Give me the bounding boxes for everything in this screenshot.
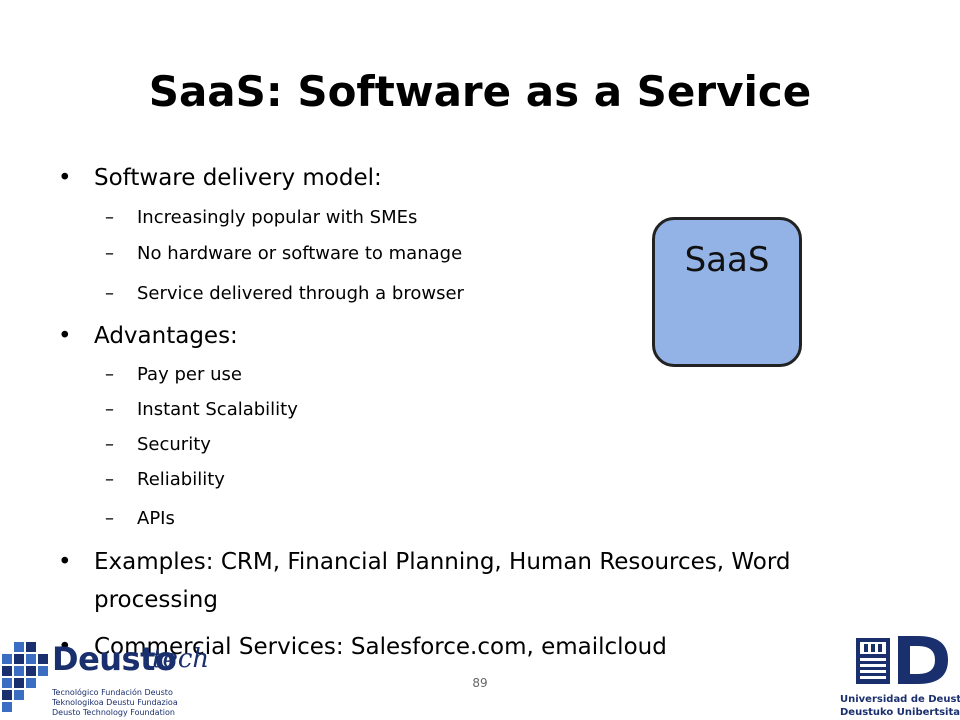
sub-bullet: – Service delivered through a browser bbox=[105, 281, 637, 307]
deustotech-pixel-icon bbox=[2, 642, 48, 712]
bullet-text: Software delivery model: bbox=[94, 165, 382, 191]
deusto-wordmark: Deusto bbox=[52, 640, 177, 678]
tech-wordmark: tech bbox=[152, 644, 210, 674]
bullet-delivery-model: • Software delivery model: bbox=[58, 163, 894, 193]
sub-bullet-text: Instant Scalability bbox=[137, 399, 298, 420]
bullet-examples: • Examples: CRM, Financial Planning, Hum… bbox=[58, 547, 894, 577]
university-name-basque: Deustuko Unibertsitatea bbox=[840, 707, 960, 718]
page-number: 89 bbox=[472, 676, 488, 690]
saas-box-label: SaaS bbox=[684, 240, 770, 280]
sub-bullet: – Increasingly popular with SMEs bbox=[105, 205, 637, 231]
logo-subtitle: Teknologikoa Deustu Fundazioa bbox=[52, 698, 178, 707]
logo-subtitle: Deusto Technology Foundation bbox=[52, 708, 175, 717]
dash-icon: – bbox=[105, 243, 114, 264]
bullet-text: Commercial Services: Salesforce.com, ema… bbox=[94, 634, 667, 660]
sub-bullet: – No hardware or software to manage bbox=[105, 241, 637, 267]
dash-icon: – bbox=[105, 434, 114, 455]
sub-bullet-text: Reliability bbox=[137, 469, 225, 490]
bullet-icon: • bbox=[58, 165, 72, 191]
bullet-text: processing bbox=[94, 587, 218, 613]
bullet-advantages: • Advantages: bbox=[58, 321, 894, 351]
dash-icon: – bbox=[105, 399, 114, 420]
sub-bullet: – Security bbox=[105, 432, 637, 458]
sub-bullet-text: Pay per use bbox=[137, 364, 242, 385]
sub-bullet: – Reliability bbox=[105, 467, 637, 493]
dash-icon: – bbox=[105, 207, 114, 228]
logo-subtitle: Tecnológico Fundación Deusto bbox=[52, 688, 173, 697]
bullet-examples-continued: processing bbox=[94, 585, 894, 615]
sub-bullet-text: APIs bbox=[137, 508, 175, 529]
bullet-icon: • bbox=[58, 549, 72, 575]
sub-bullet: – Instant Scalability bbox=[105, 397, 637, 423]
sub-bullet-text: No hardware or software to manage bbox=[137, 243, 463, 264]
sub-bullet-text: Service delivered through a browser bbox=[137, 283, 464, 304]
sub-bullet: – APIs bbox=[105, 506, 637, 532]
sub-bullet-text: Increasingly popular with SMEs bbox=[137, 207, 418, 228]
university-crest-icon bbox=[856, 636, 948, 684]
bullet-text: Advantages: bbox=[94, 323, 238, 349]
bullet-icon: • bbox=[58, 323, 72, 349]
dash-icon: – bbox=[105, 508, 114, 529]
bullet-text: Examples: CRM, Financial Planning, Human… bbox=[94, 549, 791, 575]
university-logo: Universidad de Deusto Deustuko Unibertsi… bbox=[840, 632, 960, 720]
deustotech-logo: Deusto tech Tecnológico Fundación Deusto… bbox=[0, 636, 250, 720]
university-name: Universidad de Deusto bbox=[840, 694, 960, 705]
bullet-icon: • bbox=[58, 634, 72, 660]
dash-icon: – bbox=[105, 283, 114, 304]
saas-box: SaaS bbox=[652, 217, 802, 367]
sub-bullet: – Pay per use bbox=[105, 362, 637, 388]
bullet-commercial: • Commercial Services: Salesforce.com, e… bbox=[58, 632, 894, 662]
slide-title: SaaS: Software as a Service bbox=[148, 67, 812, 116]
dash-icon: – bbox=[105, 364, 114, 385]
dash-icon: – bbox=[105, 469, 114, 490]
sub-bullet-text: Security bbox=[137, 434, 211, 455]
